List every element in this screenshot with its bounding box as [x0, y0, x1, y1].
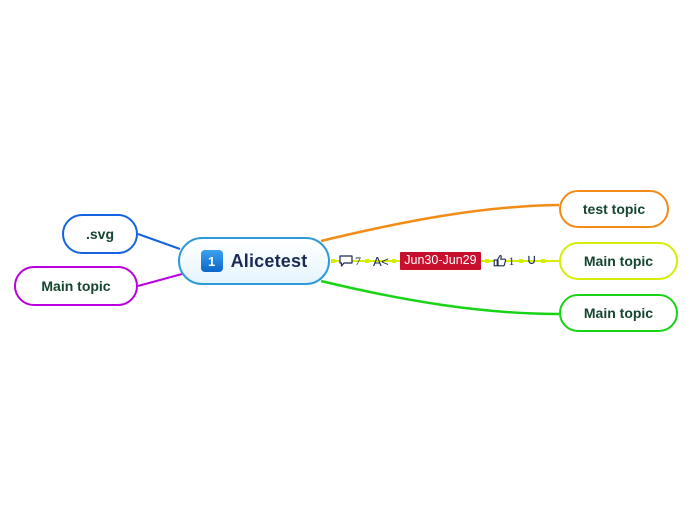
- meta-separator-dot: [392, 259, 397, 263]
- edge-svg: [137, 233, 181, 250]
- node-meta-row: 7 A< Jun30-Jun29 1 ∪: [331, 249, 545, 273]
- meta-separator-dot: [365, 259, 369, 263]
- node-right-main-topic-green-label: Main topic: [583, 305, 654, 321]
- date-range-badge[interactable]: Jun30-Jun29: [400, 252, 481, 270]
- node-right-main-topic-yellow[interactable]: Main topic: [559, 242, 678, 280]
- edge-green: [320, 279, 560, 316]
- node-central-label: Alicetest: [230, 250, 308, 271]
- meta-separator-dot: [540, 259, 545, 263]
- hook-icon: ∪: [526, 253, 537, 268]
- like-count-item[interactable]: 1: [493, 254, 515, 268]
- node-right-main-topic-green[interactable]: Main topic: [559, 294, 678, 332]
- meta-separator-dot: [484, 259, 489, 263]
- node-svg-label: .svg: [85, 226, 114, 242]
- node-svg[interactable]: .svg: [62, 214, 138, 254]
- text-style-item[interactable]: A<: [373, 253, 389, 269]
- comment-count-label: 7: [355, 254, 361, 268]
- node-test-topic[interactable]: test topic: [559, 190, 669, 228]
- node-test-topic-label: test topic: [582, 201, 646, 217]
- hook-item[interactable]: ∪: [527, 254, 537, 268]
- edge-test-topic: [320, 203, 560, 243]
- node-central-alicetest[interactable]: 1 Alicetest: [178, 237, 330, 285]
- priority-badge-icon: 1: [200, 250, 223, 272]
- edge-left-main: [137, 273, 183, 287]
- comment-count-item[interactable]: 7: [339, 254, 361, 268]
- meta-separator-dot: [518, 259, 523, 263]
- text-style-icon: A<: [373, 253, 389, 269]
- node-left-main-topic[interactable]: Main topic: [14, 266, 138, 306]
- meta-separator-dot: [331, 259, 335, 263]
- node-left-main-topic-label: Main topic: [41, 278, 111, 294]
- comment-bubble-icon: [339, 254, 353, 268]
- thumbs-up-icon: [493, 254, 507, 268]
- like-count-label: 1: [508, 254, 515, 268]
- node-right-main-topic-yellow-label: Main topic: [583, 253, 654, 269]
